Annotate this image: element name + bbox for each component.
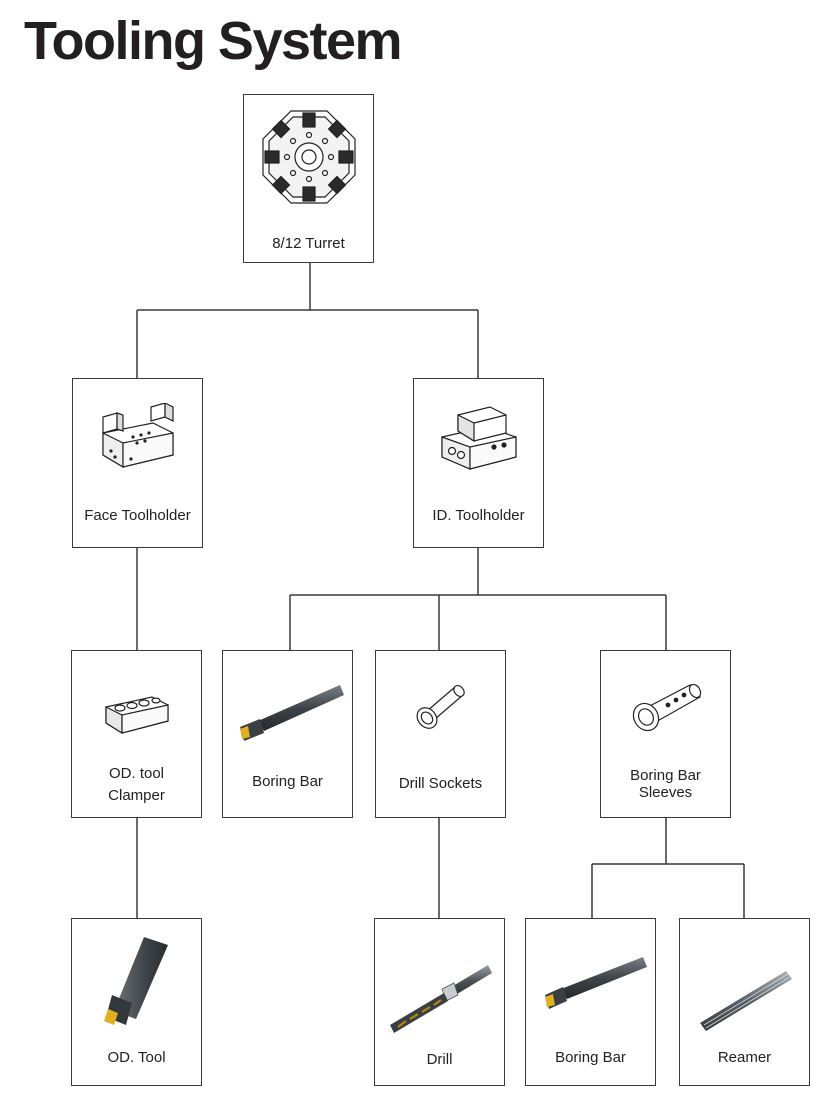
connector-id-children <box>289 547 667 651</box>
node-drill: Drill <box>374 918 505 1086</box>
id-toolholder-icon <box>440 406 517 470</box>
connector-turret-children <box>136 262 479 379</box>
page-title: Tooling System <box>24 11 403 71</box>
node-od-tool-clamper: OD. tool Clamper <box>71 650 202 818</box>
node-label: Drill Sockets <box>398 775 483 792</box>
boring-bar-sleeve-icon <box>632 683 701 732</box>
node-label: Boring Bar Sleeves <box>630 767 701 801</box>
node-label: Boring Bar <box>555 1049 626 1066</box>
node-reamer: Reamer <box>679 918 810 1086</box>
node-drill-sockets: Drill Sockets <box>375 650 506 818</box>
node-od-tool: OD. Tool <box>71 918 202 1086</box>
node-label: Drill <box>426 1051 453 1068</box>
node-label: OD. Tool <box>107 1049 166 1066</box>
node-boring-bar-sleeves: Boring Bar Sleeves <box>600 650 731 818</box>
od-tool-icon <box>103 937 168 1025</box>
reamer-icon <box>699 971 792 1031</box>
node-label: Reamer <box>717 1049 772 1066</box>
od-tool-clamper-icon <box>104 696 169 735</box>
node-face-toolholder: Face Toolholder <box>72 378 203 548</box>
node-label: OD. tool Clamper <box>108 765 165 804</box>
node-label: 8/12 Turret <box>272 235 345 252</box>
connector-sleeves-children <box>591 817 745 919</box>
node-label: Boring Bar <box>252 773 323 790</box>
node-turret: 8/12 Turret <box>243 94 374 263</box>
face-toolholder-icon <box>101 403 174 469</box>
node-id-toolholder: ID. Toolholder <box>413 378 544 548</box>
node-boring-bar-2: Boring Bar <box>525 918 656 1086</box>
node-label: ID. Toolholder <box>432 507 525 524</box>
boring-bar-icon <box>239 685 344 741</box>
boring-bar-icon <box>544 957 647 1009</box>
turret-icon <box>261 110 356 204</box>
node-boring-bar-1: Boring Bar <box>222 650 353 818</box>
node-label: Face Toolholder <box>84 507 191 524</box>
drill-icon <box>389 965 492 1033</box>
drill-socket-icon <box>416 684 465 729</box>
